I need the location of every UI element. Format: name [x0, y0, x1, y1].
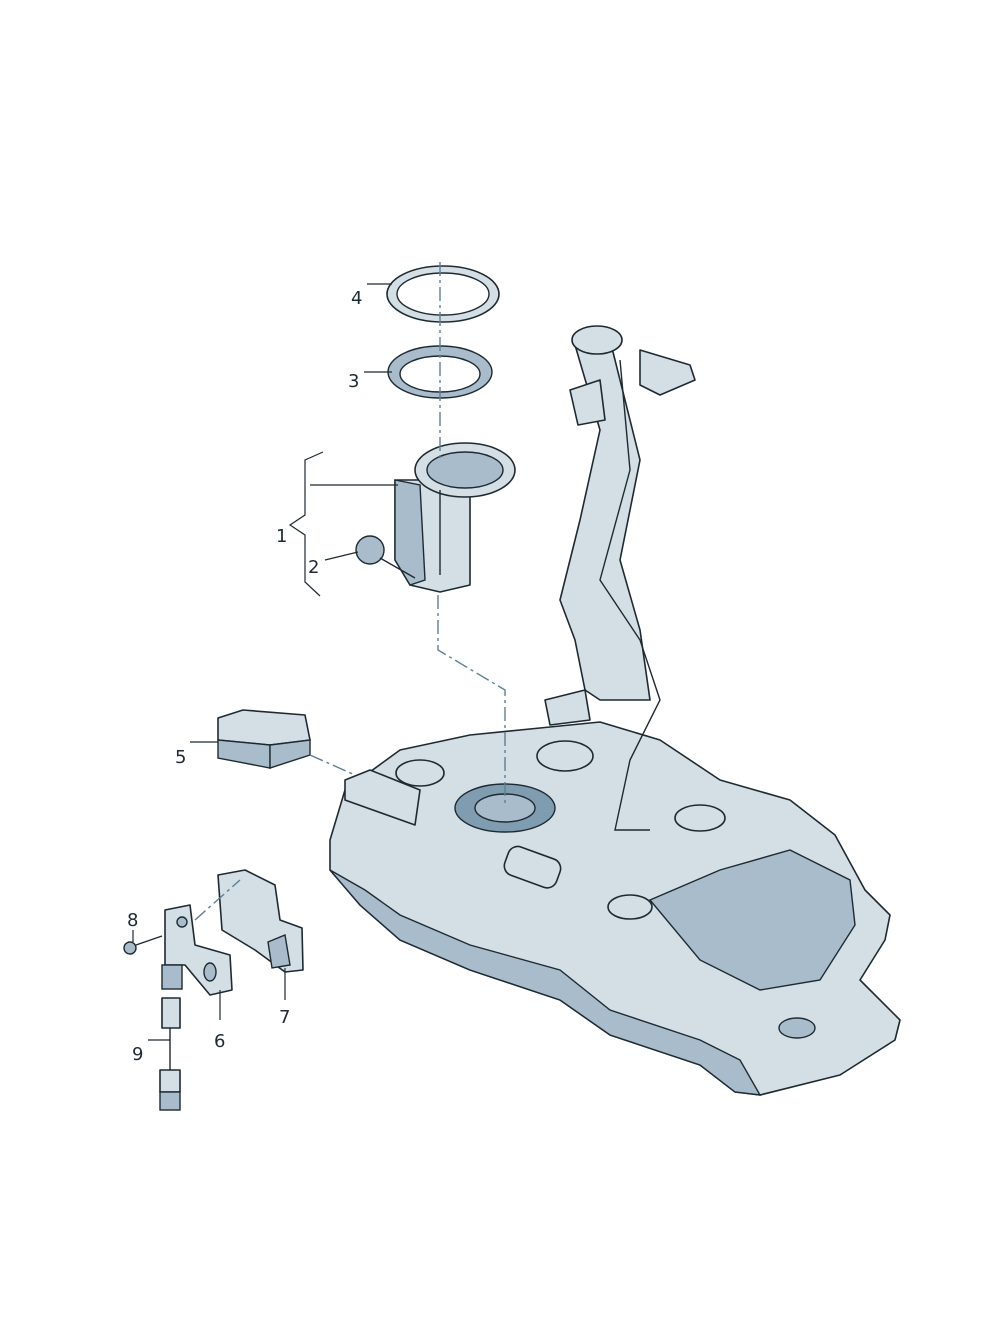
callout-4: 4 — [351, 288, 363, 309]
callout-9: 9 — [132, 1044, 144, 1065]
callout-5: 5 — [175, 747, 187, 768]
seal-ring — [386, 265, 500, 323]
callout-6: 6 — [214, 1031, 226, 1052]
callout-2: 2 — [308, 557, 320, 578]
screw — [123, 935, 163, 955]
callout-8: 8 — [127, 910, 139, 931]
wiring-harness — [159, 964, 183, 1111]
control-unit — [217, 709, 311, 769]
callout-1: 1 — [276, 526, 288, 547]
fuel-pump-module — [355, 442, 516, 593]
callout-3: 3 — [348, 371, 360, 392]
filler-neck — [544, 325, 696, 831]
callout-7: 7 — [279, 1007, 291, 1028]
holder — [217, 869, 304, 973]
fuel-tank — [329, 721, 901, 1096]
